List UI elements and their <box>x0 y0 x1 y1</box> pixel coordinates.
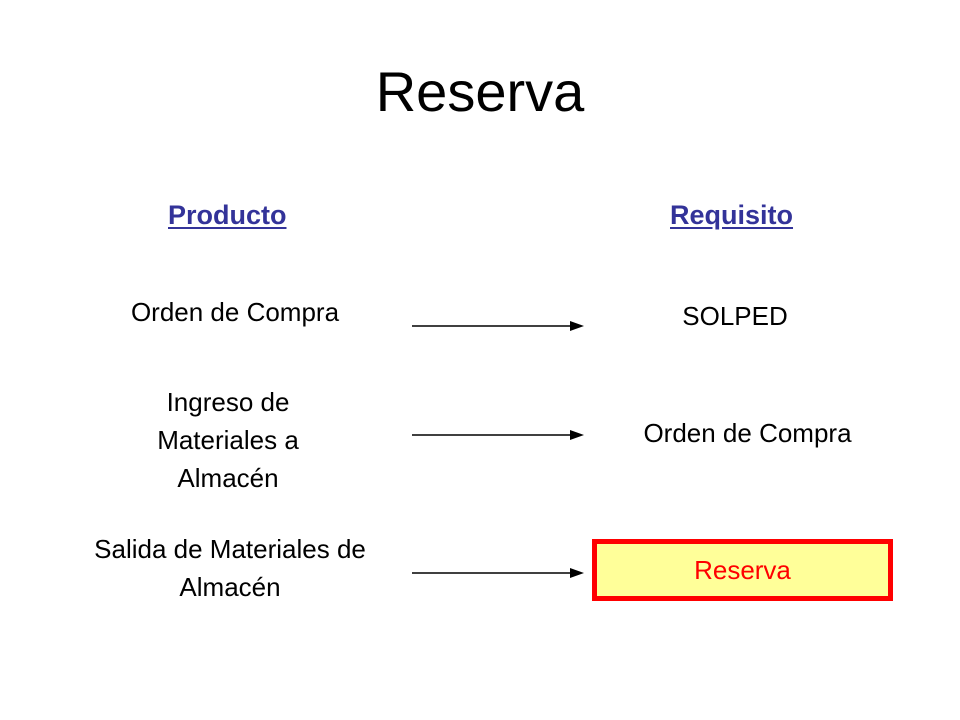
requirement-row-3-highlight: Reserva <box>592 539 893 601</box>
product-row-1: Orden de Compra <box>130 297 340 327</box>
column-header-requisito: Requisito <box>670 200 794 230</box>
requirement-row-1: SOLPED <box>682 301 788 331</box>
arrow-row-3 <box>412 568 584 578</box>
product-row-2: Ingreso de Materiales a Almacén <box>157 387 299 493</box>
product-row-3: Salida de Materiales de Almacén <box>94 534 366 602</box>
requirement-row-3: Reserva <box>694 554 791 585</box>
column-header-producto: Producto <box>168 200 287 230</box>
page-title: Reserva <box>375 60 585 123</box>
arrow-row-2 <box>412 430 584 440</box>
arrow-row-1 <box>412 321 584 331</box>
requirement-row-2: Orden de Compra <box>643 418 852 448</box>
